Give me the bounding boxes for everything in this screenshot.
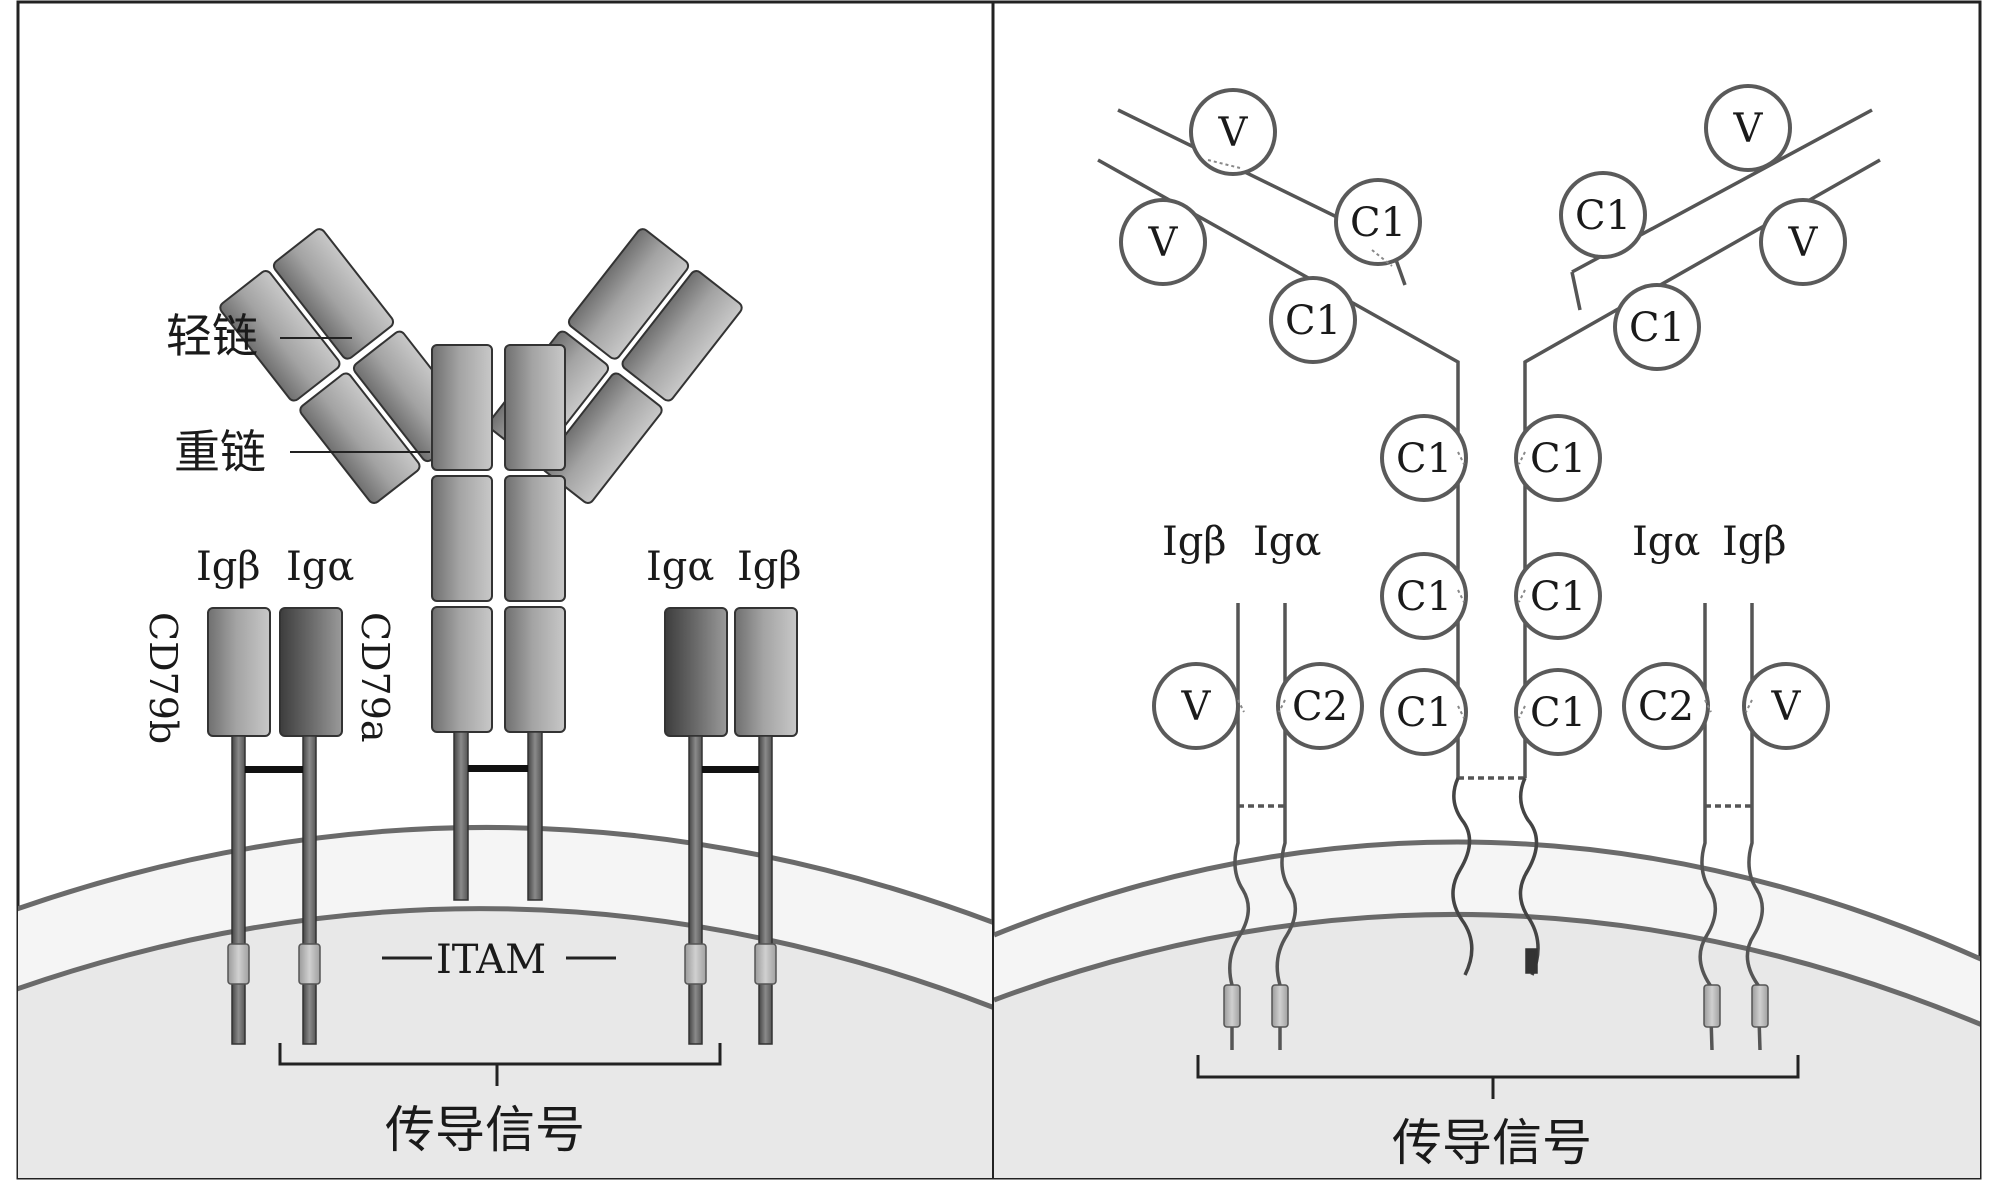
c1-label: C1 <box>1530 690 1586 736</box>
schematic-left-cd79-pair <box>1223 603 1297 1050</box>
itam-label: ITAM <box>436 937 546 983</box>
right-cd79-pair <box>664 607 798 1045</box>
c1-label: C1 <box>1396 574 1452 620</box>
light-chain-label: 轻链 <box>166 309 258 363</box>
ig-beta-label-right-panel-left: Igβ <box>1162 519 1227 565</box>
v-label: V <box>1788 220 1819 266</box>
v-label: V <box>1218 110 1249 156</box>
left-cd79-pair <box>207 607 343 1045</box>
v-label: V <box>1771 684 1802 730</box>
ig-alpha-label-right: Igα <box>646 544 714 590</box>
c1-label: C1 <box>1396 690 1452 736</box>
c1-label: C1 <box>1530 436 1586 482</box>
ig-alpha-label-right-panel-right: Igα <box>1632 519 1700 565</box>
schematic-right-cd79-pair <box>1698 603 1769 1051</box>
ig-alpha-label-right-panel-left: Igα <box>1253 519 1321 565</box>
c1-label: C1 <box>1285 298 1341 344</box>
v-label: V <box>1733 106 1764 152</box>
disulfide-marks <box>1207 159 1753 719</box>
v-label: V <box>1181 684 1212 730</box>
c1-label: C1 <box>1575 193 1631 239</box>
domain-circles <box>1119 84 1847 756</box>
ig-beta-label-right-panel-right: Igβ <box>1722 519 1787 565</box>
c1-label: C1 <box>1350 200 1406 246</box>
signal-bracket-left <box>278 1043 722 1086</box>
c1-label: C1 <box>1396 436 1452 482</box>
domain-labels: V V C1 C1 V V C1 C1 C1 C1 C1 C1 C1 C1 V … <box>1148 106 1819 736</box>
c2-label: C2 <box>1292 684 1348 730</box>
ig-beta-label-left: Igβ <box>196 544 261 590</box>
cd79b-label: CD79b <box>141 612 185 744</box>
heavy-chain-stem <box>431 344 566 901</box>
v-label: V <box>1148 220 1179 266</box>
cd79a-label: CD79a <box>353 612 397 743</box>
left-membrane <box>18 824 992 1178</box>
signal-label-right: 传导信号 <box>1392 1114 1592 1172</box>
c1-label: C1 <box>1629 305 1685 351</box>
signal-label-left: 传导信号 <box>385 1101 585 1159</box>
heavy-chain-label: 重链 <box>174 425 266 479</box>
c1-label: C1 <box>1530 574 1586 620</box>
ig-beta-label-right: Igβ <box>737 544 802 590</box>
c2-label: C2 <box>1638 684 1694 730</box>
signal-bracket-right <box>1196 1055 1800 1099</box>
ig-alpha-label-left: Igα <box>286 544 354 590</box>
